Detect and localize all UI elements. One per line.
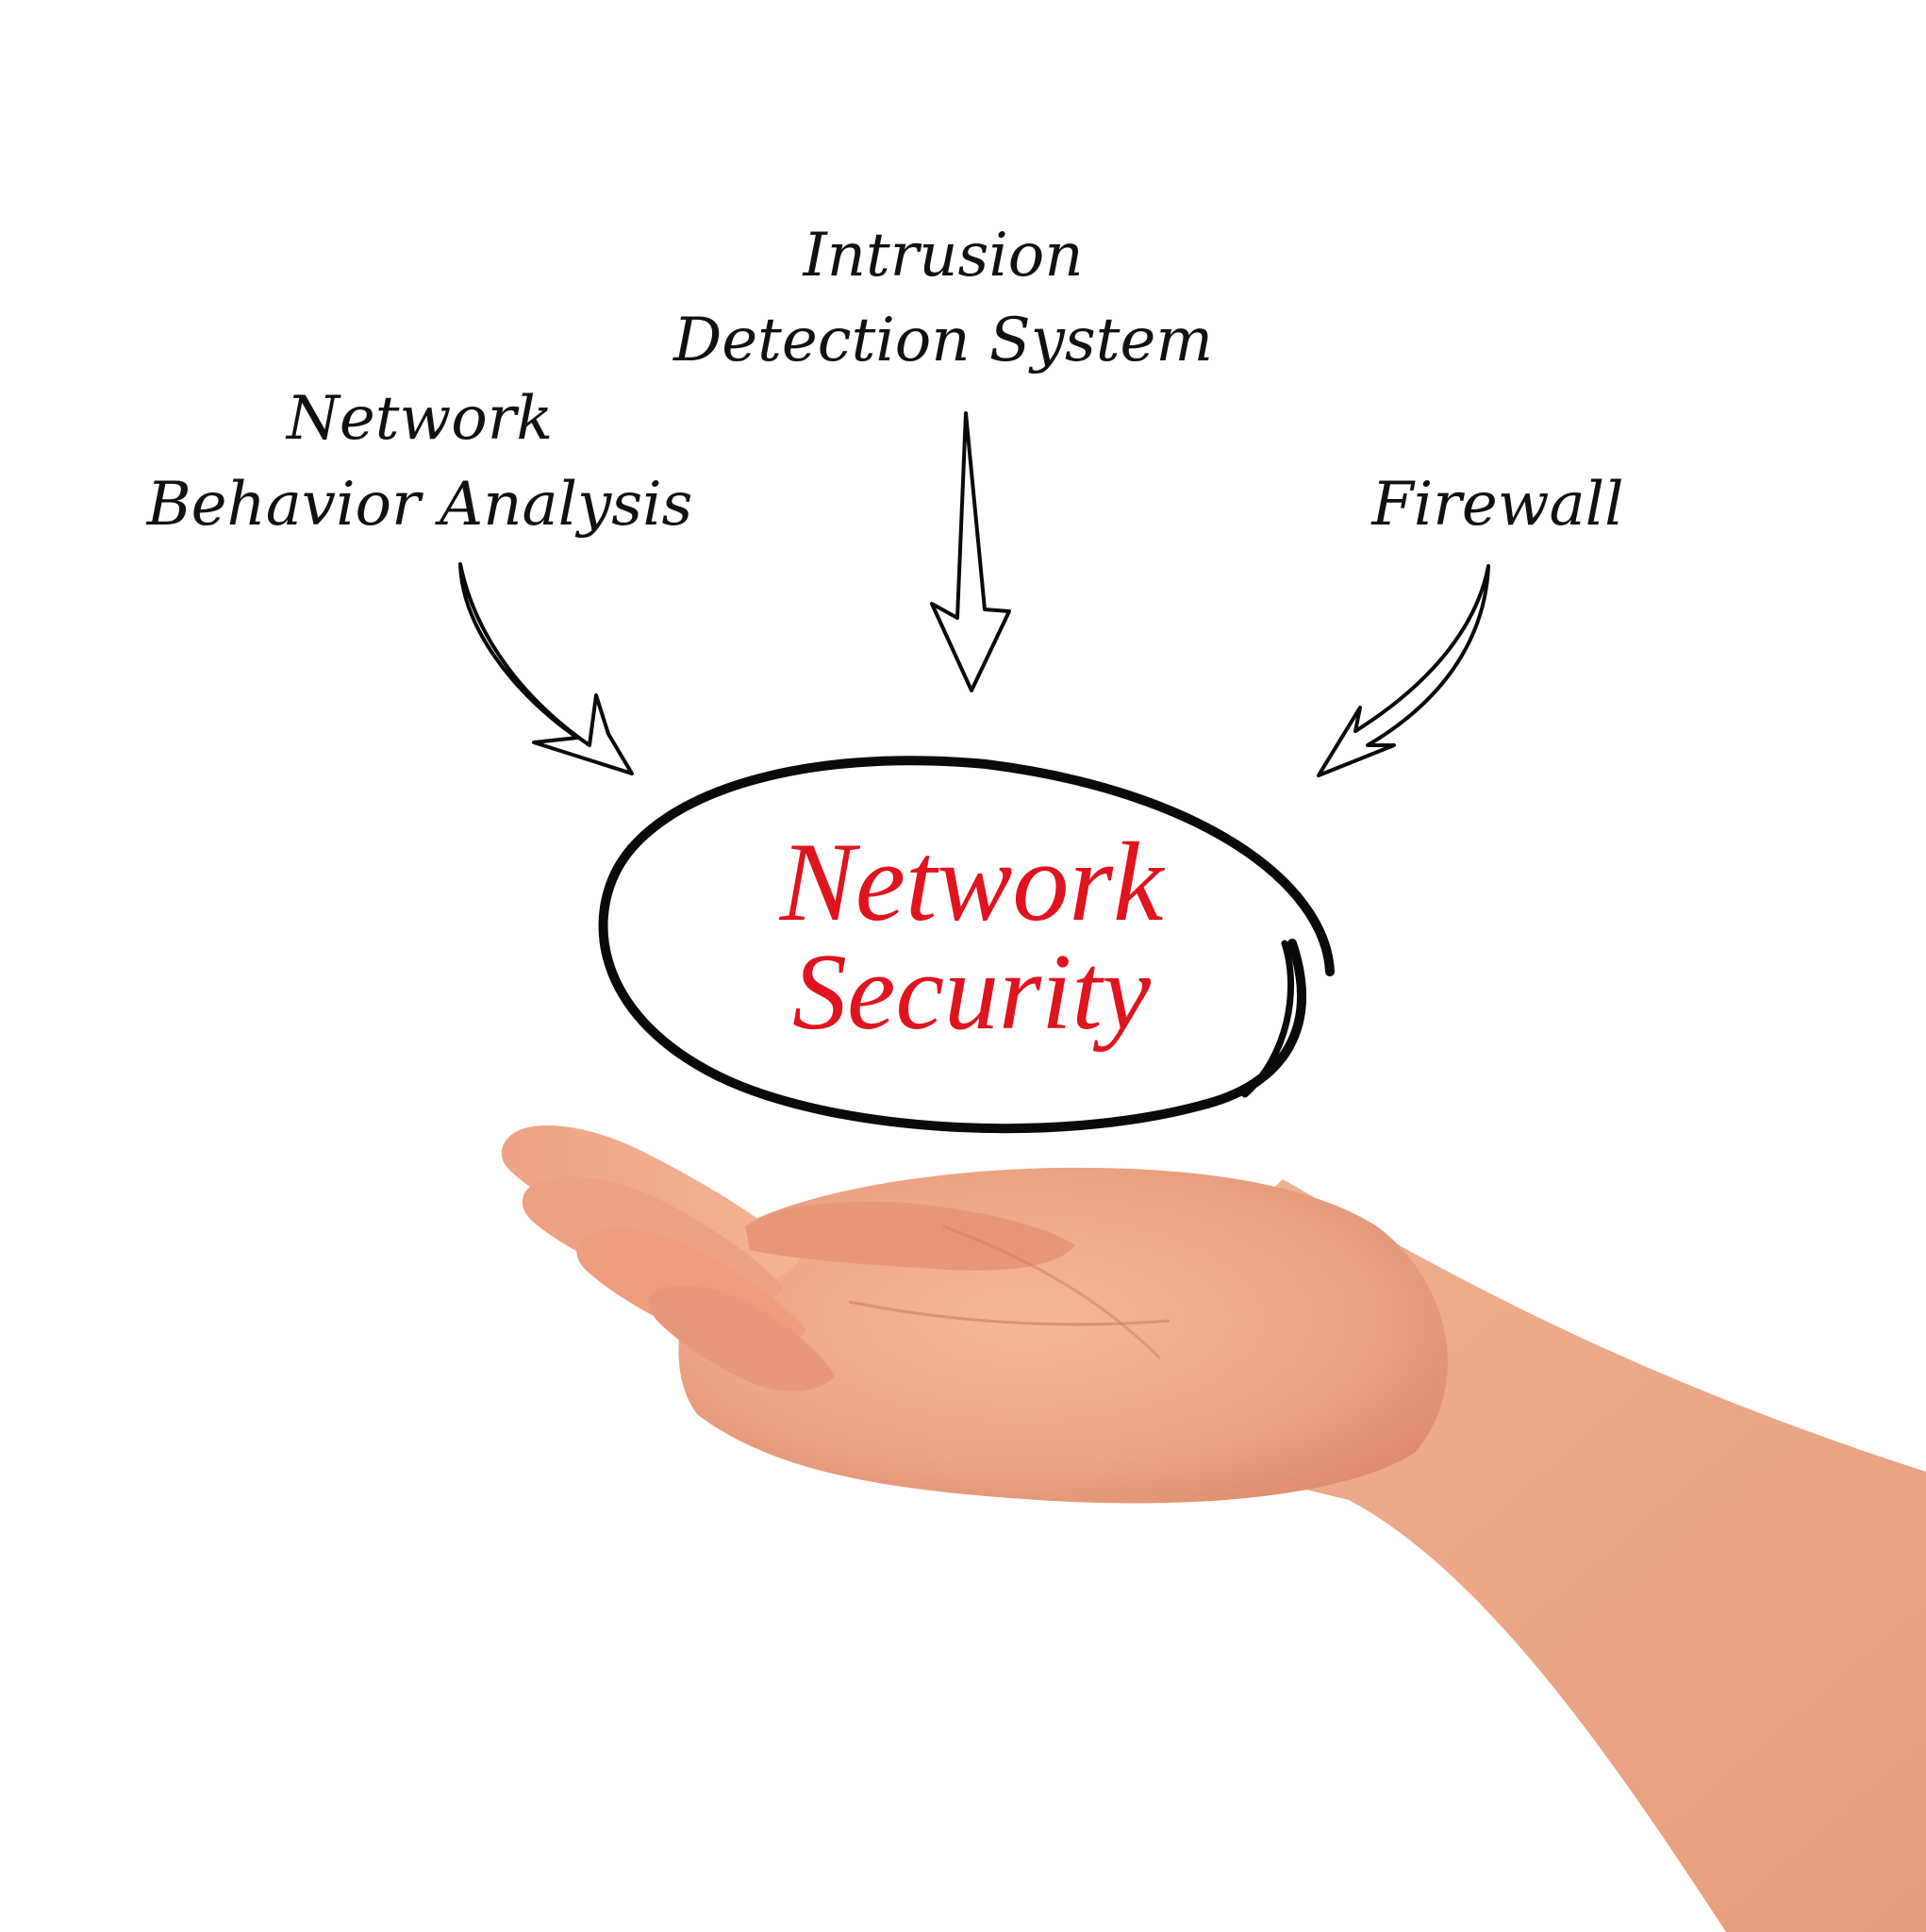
label-line: Intrusion <box>802 221 1083 291</box>
label-network-security: Network Security <box>779 819 1166 1053</box>
arrow-right <box>1317 564 1490 777</box>
palm-crease <box>942 1224 1162 1360</box>
label-firewall: Firewall <box>1370 470 1623 540</box>
center-ellipse <box>598 756 1335 1134</box>
label-network-behavior-analysis: Network Behavior Analysis <box>146 384 693 540</box>
label-line: Behavior Analysis <box>146 470 693 540</box>
center-label-line: Security <box>792 932 1152 1053</box>
label-intrusion-detection-system: Intrusion Detection System <box>672 221 1213 375</box>
label-line: Firewall <box>1370 470 1623 540</box>
arrow-left <box>458 562 634 775</box>
label-line: Network <box>285 384 553 454</box>
thumb <box>745 1201 1075 1271</box>
open-palm-hand-image <box>501 1125 1926 1932</box>
arrow-center <box>930 411 1011 692</box>
palm-crease <box>848 1300 1171 1326</box>
finger-pinky <box>648 1285 835 1391</box>
label-line: Detection System <box>672 306 1213 375</box>
center-label-line: Network <box>779 819 1166 944</box>
